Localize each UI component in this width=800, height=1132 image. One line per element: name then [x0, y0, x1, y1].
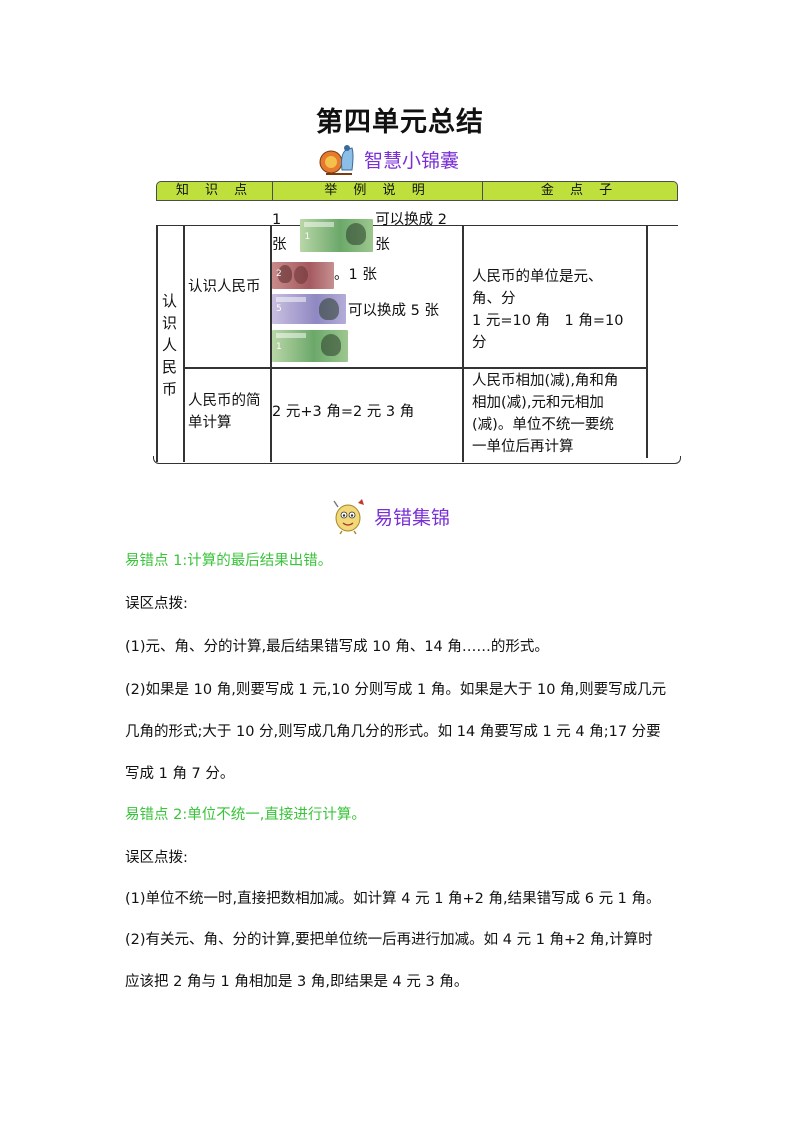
banknote-2-jiao: 2	[272, 261, 334, 289]
error-1-title: 易错点 1:计算的最后结果出错。	[125, 553, 333, 569]
tip-2-line-3: (减)。单位不统一要统	[472, 417, 614, 433]
error-2-label: 误区点拨:	[125, 850, 188, 866]
group-label: 认识人民币	[156, 290, 183, 400]
tip-2-line-1: 人民币相加(减),角和角	[472, 373, 619, 389]
error-1-line-3: 几角的形式;大于 10 分,则写成几角几分的形式。如 14 角要写成 1 元 4…	[125, 724, 661, 740]
tip-cell-2: 人民币相加(减),角和角 相加(减),元和元相加 (减)。单位不统一要统 一单位…	[472, 370, 646, 458]
section-heading-tips-text: 智慧小锦囊	[364, 149, 460, 172]
summary-table: 认识人民币 认识人民币 1 张 1 可以换成 2 张 2 。1 张 5 可以换成…	[153, 212, 681, 464]
error-1-label: 误区点拨:	[125, 596, 188, 612]
banknote-1-yuan: 1	[300, 219, 374, 252]
error-2-line-1: (1)单位不统一时,直接把数相加减。如计算 4 元 1 角+2 角,结果错写成 …	[125, 891, 661, 907]
error-2-line-2: (2)有关元、角、分的计算,要把单位统一后再进行加减。如 4 元 1 角+2 角…	[125, 932, 653, 948]
example-text-2: 可以换成 2 张	[375, 212, 448, 253]
tip-2-line-2: 相加(减),元和元相加	[472, 395, 604, 411]
error-1-line-1: (1)元、角、分的计算,最后结果错写成 10 角、14 角……的形式。	[125, 639, 549, 655]
error-1-line-2: (2)如果是 10 角,则要写成 1 元,10 分则写成 1 角。如果是大于 1…	[125, 682, 667, 698]
section-heading-tips: 智慧小锦囊	[318, 140, 459, 178]
example-text-1: 1 张	[272, 212, 287, 253]
tip-2-line-4: 一单位后再计算	[472, 439, 574, 455]
header-knowledge: 知 识 点	[157, 182, 273, 200]
example-text-3: 。1 张	[334, 266, 377, 283]
cartoon-mascot-icon	[333, 499, 364, 535]
error-1-line-4: 写成 1 角 7 分。	[125, 766, 235, 782]
money-bag-icon	[319, 145, 354, 175]
group-label-text: 认识人民币	[161, 292, 177, 398]
error-2-line-3: 应该把 2 角与 1 角相加是 3 角,即结果是 4 元 3 角。	[125, 974, 469, 990]
error-2-title: 易错点 2:单位不统一,直接进行计算。	[125, 807, 366, 823]
example-text-4: 可以换成 5 张	[348, 303, 439, 319]
table-header: 知 识 点 举 例 说 明 金 点 子	[156, 181, 678, 201]
section-heading-errors: 易错集锦	[328, 497, 450, 535]
topic-cell-2: 人民币的简单计算	[188, 393, 261, 431]
tip-cell-1: 人民币的单位是元、 角、分 1 元=10 角 1 角=10 分	[472, 266, 642, 354]
page-title: 第四单元总结	[316, 107, 484, 138]
tip-1-line-1: 人民币的单位是元、	[472, 269, 603, 285]
header-example: 举 例 说 明	[273, 182, 483, 200]
banknote-1-yuan-small: 1	[272, 330, 348, 362]
topic-cell-1: 认识人民币	[188, 279, 261, 295]
tip-1-line-3: 1 元=10 角 1 角=10 分	[472, 313, 624, 351]
tip-1-line-2: 角、分	[472, 291, 516, 307]
example-cell-1: 1 张 1 可以换成 2 张 2 。1 张 5 可以换成 5 张 1	[272, 212, 460, 364]
header-tip: 金 点 子	[540, 183, 619, 198]
banknote-5-yuan: 5	[272, 294, 346, 324]
example-cell-2: 2 元+3 角=2 元 3 角	[272, 404, 415, 420]
section-heading-errors-text: 易错集锦	[374, 506, 451, 529]
